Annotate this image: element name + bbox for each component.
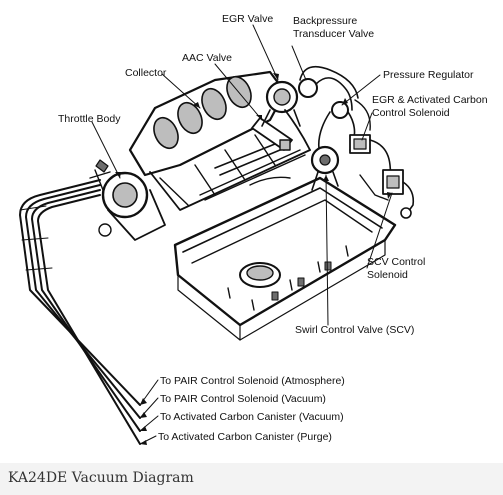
label-scv-control-line2: Solenoid xyxy=(367,269,408,281)
labels: EGR Valve Backpressure Transducer Valve … xyxy=(58,13,488,443)
label-swirl-valve: Swirl Control Valve (SCV) xyxy=(295,324,414,336)
label-throttle-body: Throttle Body xyxy=(58,113,121,125)
egr-valve xyxy=(261,80,301,127)
label-aac-valve: AAC Valve xyxy=(182,52,232,64)
label-backpressure-line2: Transducer Valve xyxy=(293,28,374,40)
label-canister-vacuum: To Activated Carbon Canister (Vacuum) xyxy=(160,411,344,423)
engine-illustration xyxy=(19,65,415,445)
connecting-tubes xyxy=(214,109,311,186)
label-collector: Collector xyxy=(125,67,167,79)
caption-bar xyxy=(0,463,503,495)
scv-solenoid xyxy=(359,169,415,219)
label-pair-vacuum: To PAIR Control Solenoid (Vacuum) xyxy=(160,393,326,405)
throttle-body xyxy=(89,159,166,241)
valve-cover xyxy=(173,176,397,341)
label-pressure-regulator: Pressure Regulator xyxy=(383,69,474,81)
diagram-caption: KA24DE Vacuum Diagram xyxy=(8,470,194,486)
label-scv-control-line1: SCV Control xyxy=(367,256,425,268)
swirl-control-valve xyxy=(310,145,340,191)
backpressure-transducer xyxy=(298,65,359,111)
vacuum-hose-bundle xyxy=(19,179,141,445)
label-pair-atmosphere: To PAIR Control Solenoid (Atmosphere) xyxy=(160,375,345,387)
label-canister-purge: To Activated Carbon Canister (Purge) xyxy=(158,431,332,443)
arrowheads xyxy=(115,73,392,445)
label-backpressure-line1: Backpressure xyxy=(293,15,357,27)
label-egr-carbon-line2: Control Solenoid xyxy=(372,107,450,119)
label-egr-carbon-line1: EGR & Activated Carbon xyxy=(372,94,488,106)
egr-carbon-solenoid xyxy=(349,134,393,191)
label-egr-valve: EGR Valve xyxy=(222,13,273,25)
